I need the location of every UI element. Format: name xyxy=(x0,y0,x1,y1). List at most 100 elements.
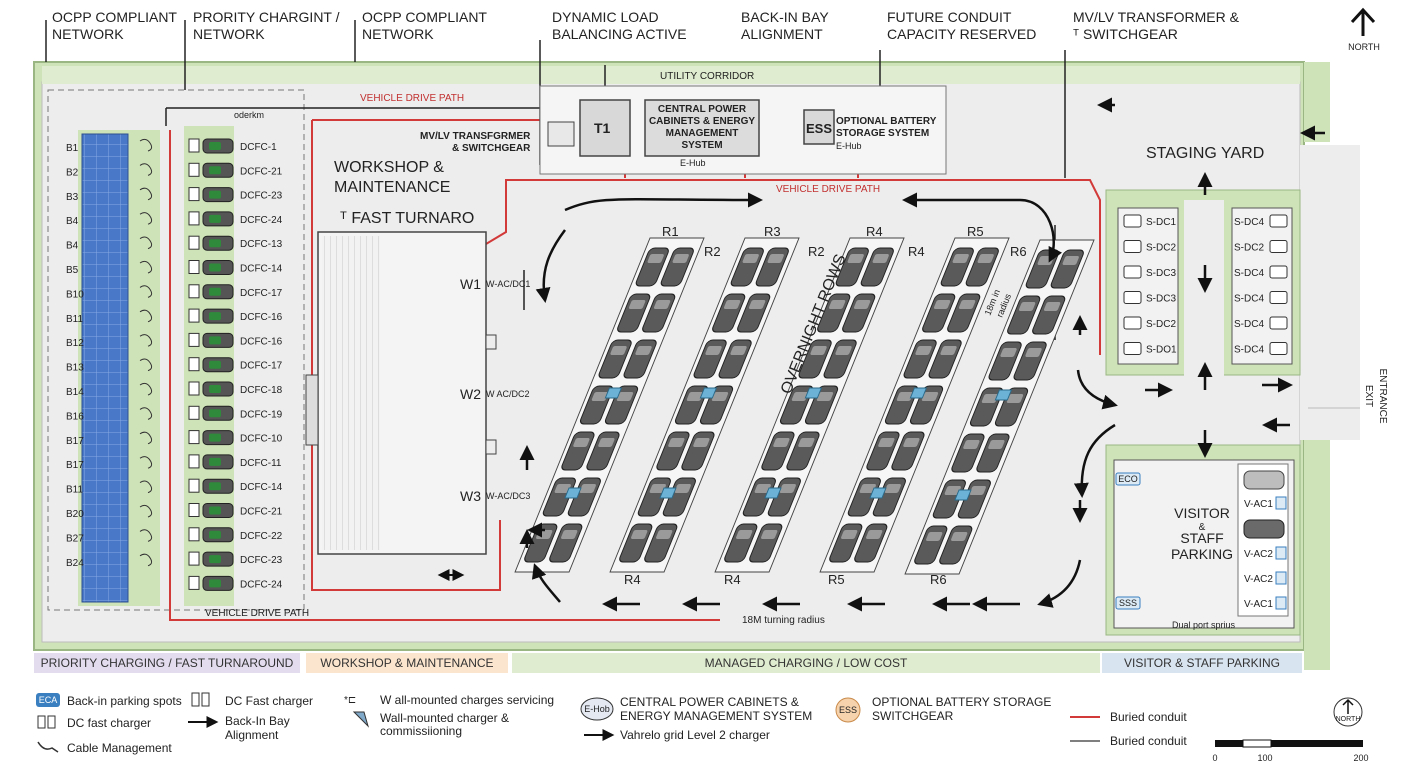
row-label: R4 xyxy=(624,572,641,587)
mvlv-label-2: & SWITCHGEAR xyxy=(452,143,531,154)
dc-fast-charger-icon xyxy=(188,575,200,590)
vehicle-windshield xyxy=(748,300,766,309)
cable-icon xyxy=(139,309,153,323)
staging-chargers: S-DC1S-DC2S-DC3S-DC3S-DC2S-DO1S-DC4S-DC2… xyxy=(1123,214,1288,356)
traffic-arrows xyxy=(519,97,1325,612)
dcfc-label: DCFC-23 xyxy=(240,555,283,566)
overnight-row-strip xyxy=(514,237,705,573)
parked-vehicle xyxy=(1243,470,1285,490)
entrance-label: ENTRANCE xyxy=(1377,368,1388,423)
legend-conduit-red: Buried conduit xyxy=(1110,710,1187,724)
zone-priority: PRIORITY CHARGING / FAST TURNAROUND xyxy=(34,653,300,673)
staging-right-stalls xyxy=(1231,207,1293,365)
legend-ess-icon xyxy=(835,697,861,723)
overnight-row-strip xyxy=(714,237,905,573)
charger-status-icon xyxy=(209,579,221,588)
fast-turnaround-label: ᵀ FAST TURNARO xyxy=(340,210,474,227)
vehicle-windshield xyxy=(736,530,753,539)
row-label: R4 xyxy=(866,224,883,239)
vehicle-windshield xyxy=(779,484,796,493)
dc-fast-charger-icon xyxy=(188,381,200,396)
vehicle-windshield xyxy=(1025,348,1042,357)
legend-cpc-2: ENERGY MANAGEMENT SYSTEM xyxy=(620,709,812,723)
callout-6-line2: ᵀ SWITCHGEAR xyxy=(1073,26,1178,42)
charger-status-icon xyxy=(209,239,221,248)
vehicle-windshield xyxy=(773,438,790,447)
vehicle-windshield xyxy=(915,346,932,355)
cable-icon xyxy=(139,480,153,494)
dc-fast-charger-icon xyxy=(188,503,200,517)
dcfc-label: DCFC-24 xyxy=(240,579,283,590)
cpc-label-1: CENTRAL POWER xyxy=(658,104,747,115)
exit-label: EXIT xyxy=(1363,385,1374,407)
charger-status-icon xyxy=(209,336,221,345)
vehicle-windshield xyxy=(1006,394,1024,403)
dc-fast-charger-icon xyxy=(188,187,200,202)
vehicle-windshield xyxy=(767,254,784,263)
overnight-row-strip xyxy=(819,237,1010,573)
vehicle-windshield xyxy=(847,254,864,263)
cable-icon xyxy=(139,553,153,567)
dc-fast-charger-icon xyxy=(188,551,200,566)
t1-label: T1 xyxy=(594,120,611,136)
vehicle-windshield xyxy=(981,394,999,403)
entrance-road xyxy=(1300,145,1360,440)
row-label: R1 xyxy=(662,224,679,239)
visitor-title-1: VISITOR xyxy=(1174,505,1230,521)
vehicle-windshield xyxy=(944,486,961,495)
scale-seg-1 xyxy=(1215,740,1243,747)
dc-fast-charger-icon xyxy=(1269,316,1288,330)
staging-charger-label: S-DC3 xyxy=(1146,268,1176,279)
dcfc-label: DCFC-13 xyxy=(240,239,283,250)
dcfc-label: DCFC-19 xyxy=(240,409,283,420)
legend-dc-fast: DC fast charger xyxy=(67,716,151,730)
cable-icon xyxy=(139,529,153,542)
staging-charger-label: S-DO1 xyxy=(1146,345,1177,356)
legend-dc2-icon-b xyxy=(201,692,210,707)
cpc-label-4: SYSTEM xyxy=(681,140,722,151)
staging-charger-label: S-DC4 xyxy=(1234,294,1264,305)
staging-charger-label: S-DC2 xyxy=(1146,319,1176,330)
vehicle-windshield xyxy=(573,438,590,447)
vehicle-windshield xyxy=(635,346,652,355)
vehicle-windshield xyxy=(693,438,710,447)
vehicle-windshield xyxy=(723,300,741,309)
dcfc-label: DCFC-14 xyxy=(240,264,283,275)
vehicle-windshield xyxy=(988,440,1005,449)
vehicle-windshield xyxy=(903,438,920,447)
workshop-bay-id: W2 xyxy=(460,386,481,402)
callout-5-line1: FUTURE CONDUIT xyxy=(887,9,1012,25)
charger-status-icon xyxy=(209,457,221,466)
overnight-rows xyxy=(514,237,1095,575)
legend-dc-icon-b xyxy=(47,715,56,729)
callout-4-line2: ALIGNMENT xyxy=(741,26,823,42)
dc-fast-charger-icon xyxy=(188,357,200,372)
vehicle-windshield xyxy=(958,300,976,309)
vehicle-windshield xyxy=(977,254,994,263)
staging-charger-label: S-DC2 xyxy=(1234,243,1264,254)
bay-label: B12 xyxy=(66,338,84,349)
staging-charger-label: S-DC4 xyxy=(1234,217,1264,228)
vehicle-windshield xyxy=(859,484,876,493)
workshop-notch-1 xyxy=(485,334,497,350)
visitor-charger-label: V-AC2 xyxy=(1244,549,1273,560)
workshop-bay-charger: W AC/DC2 xyxy=(486,389,530,399)
ess-cabinet xyxy=(803,109,835,145)
vehicle-windshield xyxy=(896,392,914,401)
charger-status-icon xyxy=(209,506,221,515)
workshop-notch-2 xyxy=(485,439,497,455)
staging-charger-label: S-DC1 xyxy=(1146,217,1176,228)
legend-wall-3: commissiioning xyxy=(380,724,462,738)
row-label: R2 xyxy=(704,244,721,259)
legend-back-in-bay-1: Back-In Bay xyxy=(225,714,290,728)
turning-radius-label: 18M turning radius xyxy=(742,615,825,626)
level2-charger-icon xyxy=(1275,571,1287,585)
row-label: R5 xyxy=(828,572,845,587)
dc-fast-charger-icon xyxy=(1123,214,1142,228)
legend-conduit-gray: Buried conduit xyxy=(1110,734,1187,748)
level2-charger-icon xyxy=(699,387,718,399)
level2-charger-icon xyxy=(954,489,972,501)
callout-2-line2: NETWORK xyxy=(362,26,434,42)
vehicle-windshield xyxy=(933,300,951,309)
